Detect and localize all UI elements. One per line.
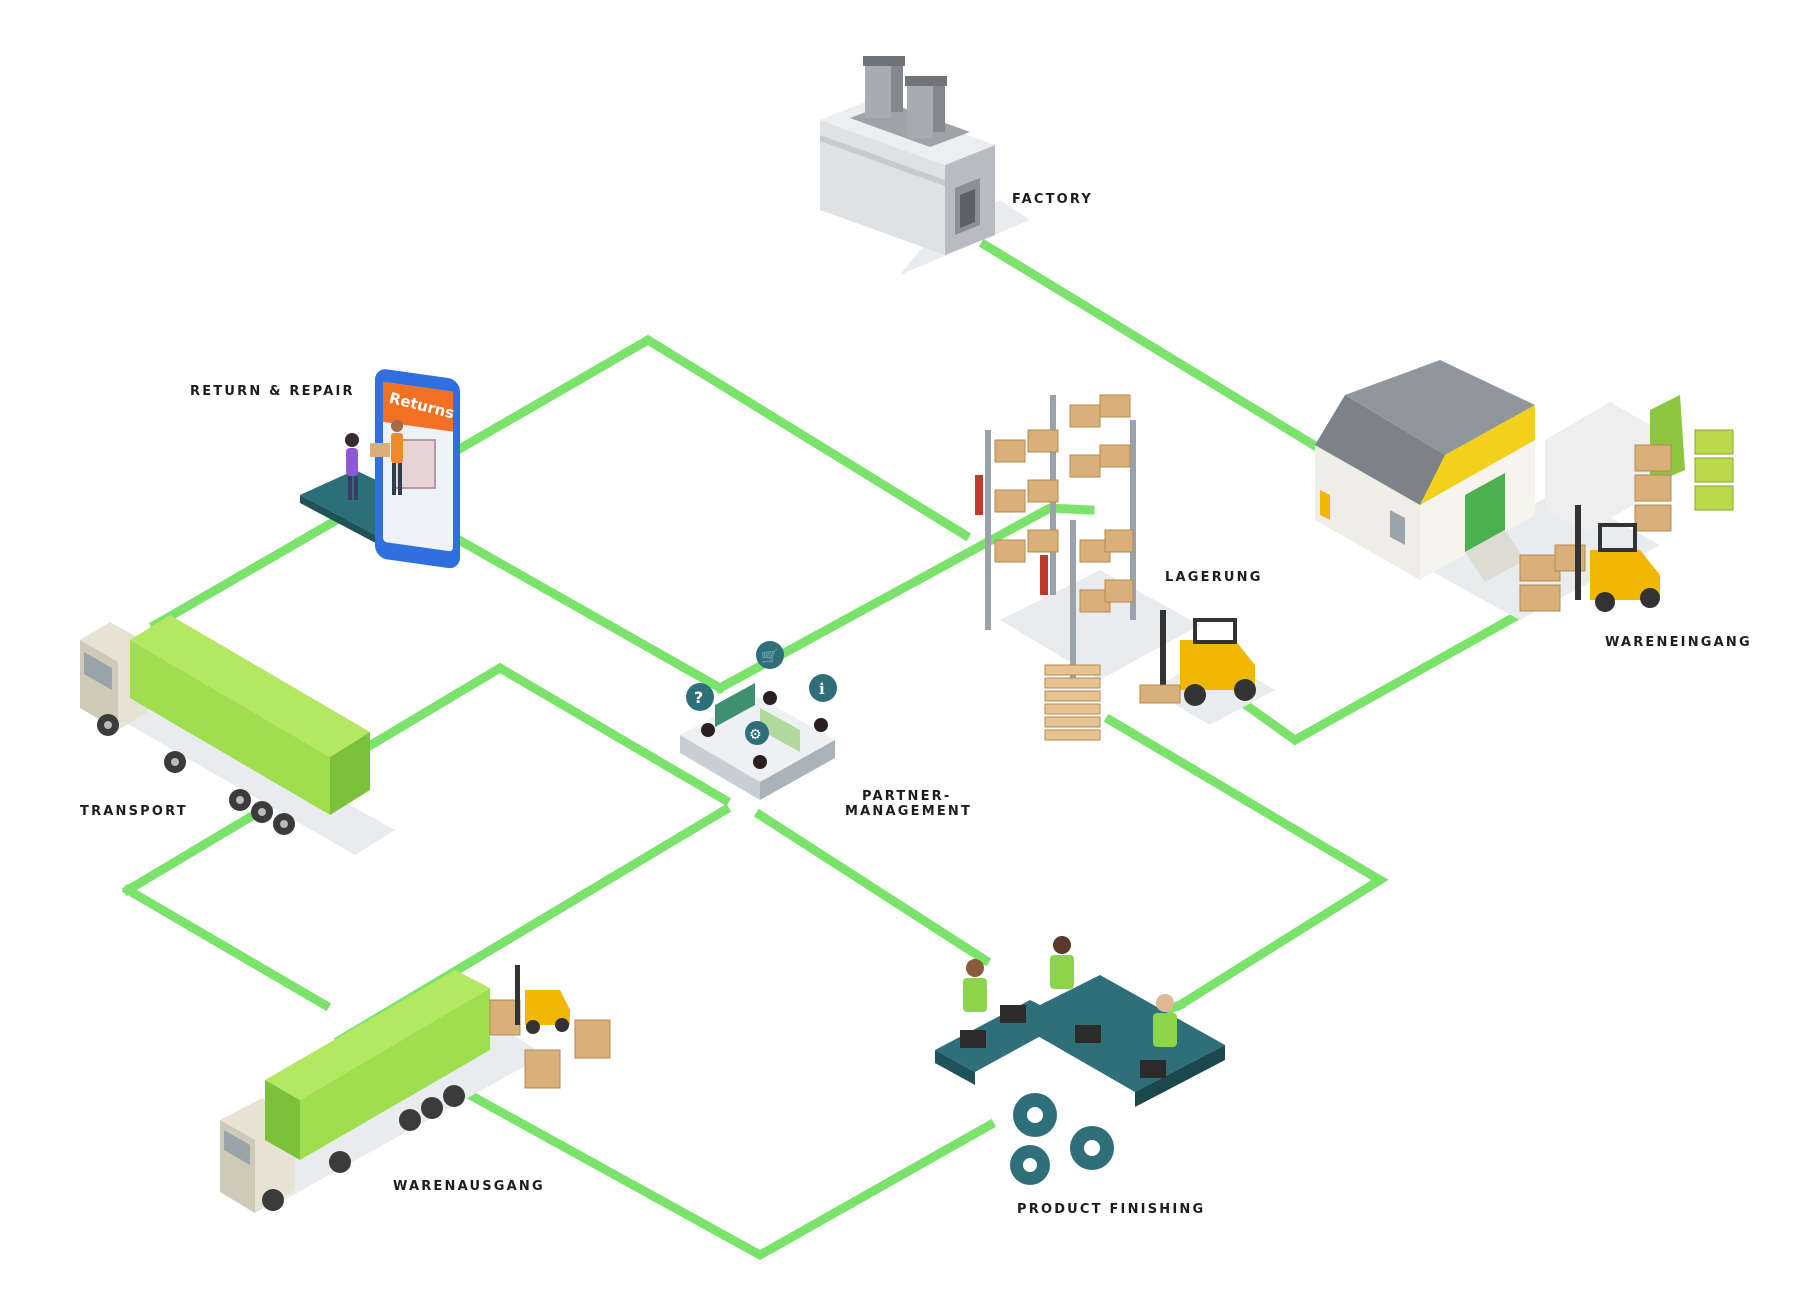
label-product-finishing: PRODUCT FINISHING — [1017, 1202, 1205, 1217]
label-partner-line2: MANAGEMENT — [845, 804, 972, 819]
label-factory: FACTORY — [1012, 192, 1093, 207]
truck-icon — [220, 970, 545, 1213]
forklift-icon — [1139, 610, 1275, 725]
label-return-repair: RETURN & REPAIR — [190, 384, 355, 399]
label-partner-line1: PARTNER- — [862, 789, 951, 804]
label-warenausgang: WARENAUSGANG — [393, 1179, 545, 1194]
label-wareneingang: WARENEINGANG — [1605, 635, 1752, 650]
pallet-icon — [489, 965, 611, 1089]
help-icon: ? — [694, 688, 703, 707]
pallet-icon — [1519, 395, 1734, 612]
label-lagerung: LAGERUNG — [1165, 570, 1263, 585]
label-transport: TRANSPORT — [80, 804, 188, 819]
truck-icon — [80, 615, 395, 855]
phone-returns-icon: Returns — [300, 369, 460, 569]
gear-icon — [1010, 1093, 1114, 1185]
diagram-labels: FACTORY RETURN & REPAIR LAGERUNG WARENEI… — [80, 192, 1752, 1217]
settings-icon: ⚙ — [749, 727, 762, 743]
support-desk-icon: ? i 🛒 ⚙ — [680, 641, 837, 800]
shelving-icon — [975, 394, 1200, 741]
factory-icon — [820, 56, 1030, 275]
conveyor-icon — [935, 936, 1225, 1107]
cart-icon: 🛒 — [761, 648, 778, 665]
info-icon: i — [819, 680, 825, 698]
